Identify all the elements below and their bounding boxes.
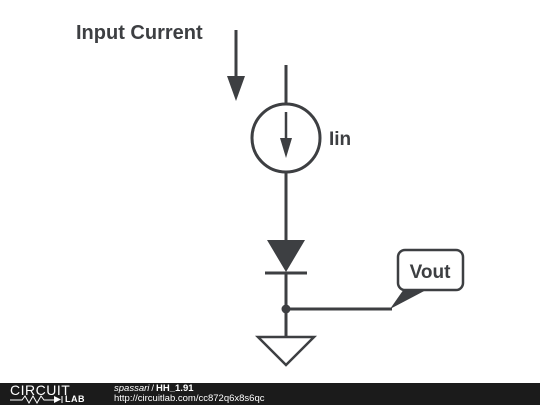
resistor-wire-icon [10, 395, 63, 404]
diode-symbol [265, 240, 307, 275]
circuitlab-logo[interactable]: CIRCUIT LAB [10, 382, 94, 404]
input-current-title: Input Current [76, 22, 203, 44]
current-source-symbol [250, 102, 322, 174]
author-link[interactable]: spassari [114, 383, 150, 394]
circuit-credit: spassari/HH_1.91 [114, 384, 194, 394]
current-source-label: Iin [329, 129, 351, 150]
ground-symbol [254, 335, 318, 367]
credit-separator: / [151, 383, 155, 394]
schematic-canvas: Input Current Iin Vout [76, 22, 465, 367]
vout-label: Vout [410, 262, 451, 283]
circuit-url-link[interactable]: http://circuitlab.com/cc872q6x8s6qc [114, 393, 265, 404]
footer-bar: CIRCUIT LAB spassari/HH_1.91 http://circ… [0, 383, 540, 405]
input-current-arrow-icon [227, 30, 245, 101]
logo-circuit-text: CIRCUIT [10, 382, 71, 398]
vout-label-tag [390, 248, 465, 309]
circuit-name[interactable]: HH_1.91 [156, 383, 194, 394]
logo-lab-text: LAB [65, 394, 85, 404]
